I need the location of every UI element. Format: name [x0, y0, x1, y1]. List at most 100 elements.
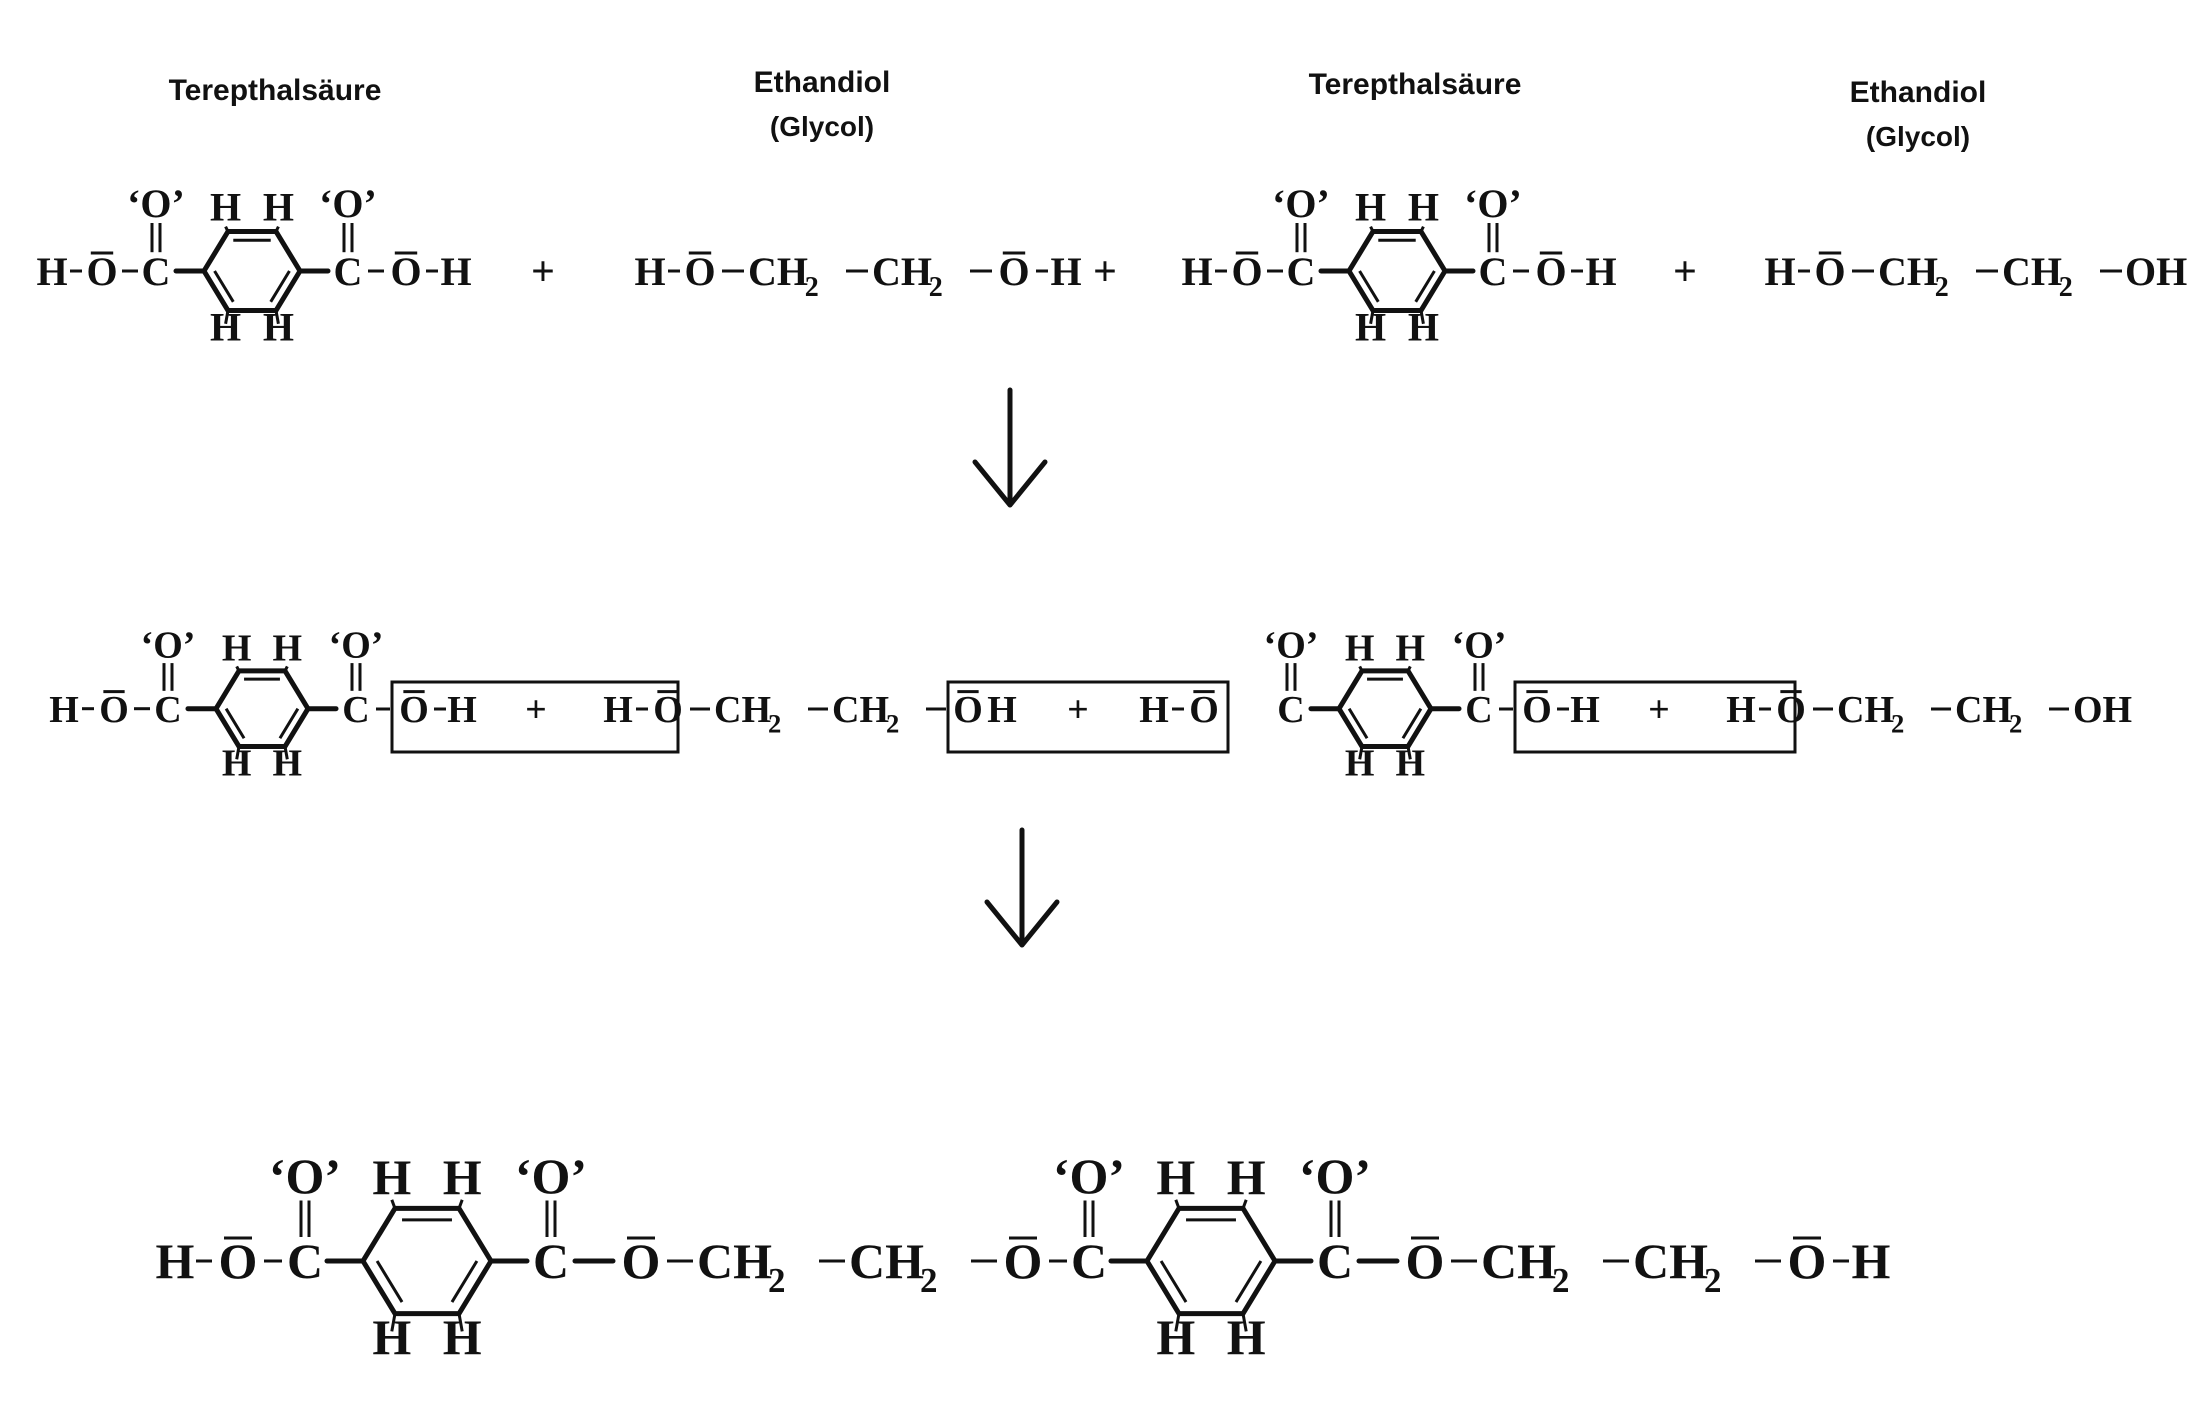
hydrogen-atom: H — [987, 689, 1017, 731]
condensation-box — [946, 680, 1230, 754]
reaction-arrow — [972, 387, 1048, 508]
ring-hydrogen: H — [263, 185, 294, 230]
carbonyl-oxygen: ‘O’ — [1264, 624, 1319, 666]
ch2-group: CH — [872, 249, 932, 294]
hydroxyl-oxygen: O — [1189, 689, 1219, 731]
ring-hydrogen: H — [1355, 185, 1386, 230]
ring-hydrogen: H — [443, 1309, 482, 1365]
carbon-atom: C — [154, 689, 181, 731]
ring-double-bond — [375, 1260, 404, 1303]
ch2-group: CH — [1481, 1233, 1556, 1289]
hydroxyl-oxygen: O — [653, 689, 683, 731]
plus-sign: + — [525, 689, 547, 731]
carbonyl-oxygen: ‘O’ — [319, 181, 377, 226]
h-bond — [1369, 225, 1375, 233]
carbon-atom: C — [1071, 1233, 1107, 1289]
hydrogen-atom: H — [1181, 249, 1212, 294]
label-glycol: (Glycol) — [770, 111, 874, 142]
ring-hydrogen: H — [1396, 627, 1426, 669]
ch2-subscript: 2 — [805, 272, 819, 303]
carbon-atom: C — [342, 689, 369, 731]
hydroxyl-oxygen: O — [99, 689, 129, 731]
carbonyl-oxygen: ‘O’ — [1053, 1148, 1125, 1204]
ester-oxygen: O — [1406, 1233, 1445, 1289]
arrow-head — [972, 459, 1048, 508]
ring-hydrogen: H — [273, 742, 303, 784]
condensation-box — [390, 680, 680, 754]
reaction-arrow — [984, 827, 1060, 948]
ch2-subscript: 2 — [768, 1261, 786, 1300]
condensation-box — [1513, 680, 1797, 754]
label-ethandiol: Ethandiol — [754, 66, 891, 99]
h-bond — [1241, 1199, 1248, 1210]
hydroxyl-oxygen: O — [684, 249, 715, 294]
ring-double-bond — [213, 270, 235, 303]
h-bond — [1419, 310, 1425, 325]
hydrogen-atom: H — [1570, 689, 1600, 731]
carbonyl-oxygen: ‘O’ — [1272, 181, 1330, 226]
h-bond — [1174, 1199, 1181, 1210]
carbonyl-oxygen: ‘O’ — [127, 181, 185, 226]
carbonyl-oxygen: ‘O’ — [1452, 624, 1507, 666]
carbonyl-group: C ‘O’ — [141, 624, 196, 731]
h-bond — [1369, 310, 1375, 325]
ring-hydrogen: H — [1355, 305, 1386, 350]
hydrogen-atom: H — [634, 249, 665, 294]
carbonyl-group: C‘O’ — [1264, 624, 1319, 731]
carbon-atom: C — [1465, 689, 1492, 731]
hydroxyl-oxygen: O — [998, 249, 1029, 294]
carbon-atom: C — [1287, 249, 1316, 294]
carbonyl-group: C ‘O’ — [1053, 1148, 1125, 1289]
ring-outline — [1144, 1205, 1278, 1317]
ch2-subscript: 2 — [929, 272, 943, 303]
hydrogen-atom: H — [1139, 689, 1169, 731]
label-terephthalic-acid: Terepthalsäure — [169, 74, 382, 107]
h-bond — [224, 225, 230, 233]
hydrogen-atom: H — [1764, 249, 1795, 294]
hydrogen-atom: H — [440, 249, 471, 294]
h-bond — [457, 1313, 464, 1332]
ring-hydrogen: H — [273, 627, 303, 669]
ring-outline — [360, 1205, 494, 1317]
hydroxyl-oxygen: O — [219, 1233, 258, 1289]
hydroxyl-oxygen: O — [86, 249, 117, 294]
ring-hydrogen: H — [1345, 742, 1375, 784]
hydroxyl-oxygen: O — [1788, 1233, 1827, 1289]
ch2-group: CH — [832, 689, 889, 731]
ester-oxygen: O — [622, 1233, 661, 1289]
h-bond — [235, 665, 241, 672]
carbonyl-group: C ‘O’ — [1272, 181, 1330, 294]
carbonyl-oxygen: ‘O’ — [141, 624, 196, 666]
carbonyl-oxygen: ‘O’ — [515, 1148, 587, 1204]
ring-double-bond — [269, 270, 291, 303]
ring-hydrogen: H — [1156, 1149, 1195, 1205]
hydrogen-atom: H — [1852, 1233, 1891, 1289]
ring-double-bond — [1347, 707, 1369, 739]
ring-outline — [1346, 229, 1448, 313]
ring-hydrogen: H — [443, 1149, 482, 1205]
hydroxyl-oxygen: O — [953, 689, 983, 731]
hydroxyl-group: OH — [2073, 689, 2132, 731]
h-bond — [1241, 1313, 1248, 1332]
ring-double-bond — [450, 1260, 479, 1303]
ring-hydrogen: H — [1227, 1149, 1266, 1205]
ring-outline — [1336, 668, 1434, 750]
h-bond — [457, 1199, 464, 1210]
ring-hydrogen: H — [1408, 305, 1439, 350]
carbonyl-group: C‘O’ — [1464, 181, 1522, 294]
ch2-group: CH — [849, 1233, 924, 1289]
carbonyl-group: C‘O’ — [269, 1148, 341, 1289]
label-ethandiol: Ethandiol — [1850, 76, 1987, 109]
ch2-subscript: 2 — [1891, 709, 1904, 739]
carbon-atom: C — [287, 1233, 323, 1289]
